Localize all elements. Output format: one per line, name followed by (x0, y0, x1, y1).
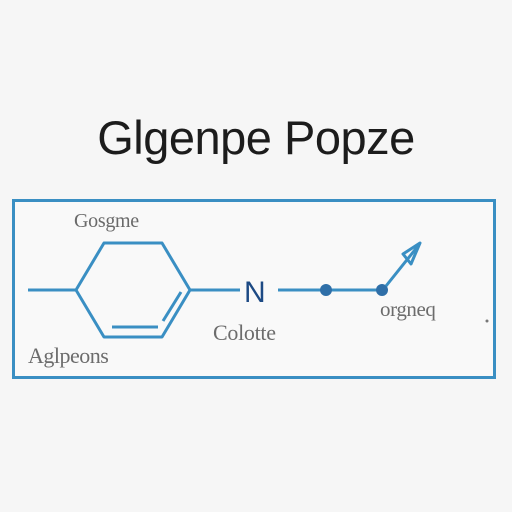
page-title: Glgenpe Popze (97, 111, 415, 164)
atom-n-label: N (244, 276, 266, 309)
label-right: orgneq (380, 297, 436, 321)
label-top: Gosgme (74, 210, 139, 232)
label-center: Colotte (213, 320, 276, 345)
label-bottom-left: Aglpeons (28, 343, 109, 368)
